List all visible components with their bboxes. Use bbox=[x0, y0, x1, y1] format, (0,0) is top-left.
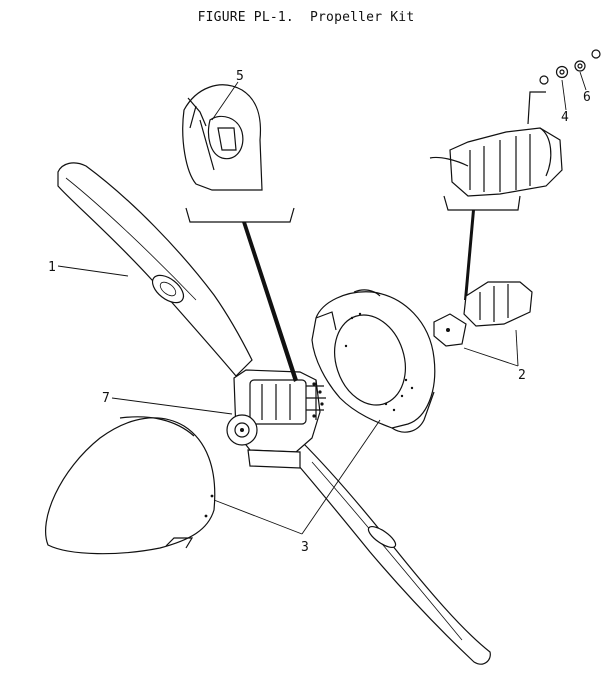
callout-7: 7 bbox=[102, 391, 110, 406]
blade-decal bbox=[151, 274, 185, 304]
hardware-items bbox=[539, 49, 601, 85]
spinner-cone bbox=[45, 416, 216, 555]
propeller-blade bbox=[57, 162, 491, 665]
detail-pointer-right bbox=[464, 210, 475, 300]
leader-lines bbox=[57, 71, 587, 535]
callout-1: 1 bbox=[48, 260, 56, 275]
callout-3: 3 bbox=[301, 540, 309, 555]
nut bbox=[555, 65, 569, 79]
figure-caption: FIGURE PL-1. Propeller Kit bbox=[197, 10, 415, 25]
callout-5: 5 bbox=[236, 69, 244, 84]
callout-2: 2 bbox=[518, 368, 526, 383]
callout-6: 6 bbox=[583, 90, 591, 105]
callout-4: 4 bbox=[561, 110, 569, 125]
detail-view-right bbox=[429, 91, 563, 300]
detail-pointer-5 bbox=[242, 222, 298, 382]
spinner-backplate bbox=[311, 289, 436, 433]
blade-decal-lower bbox=[367, 525, 397, 549]
washer-small bbox=[539, 75, 549, 85]
washer bbox=[574, 60, 586, 72]
detail-view-5 bbox=[182, 84, 298, 382]
hub-assembly bbox=[226, 369, 326, 469]
governor-assembly bbox=[433, 281, 533, 347]
